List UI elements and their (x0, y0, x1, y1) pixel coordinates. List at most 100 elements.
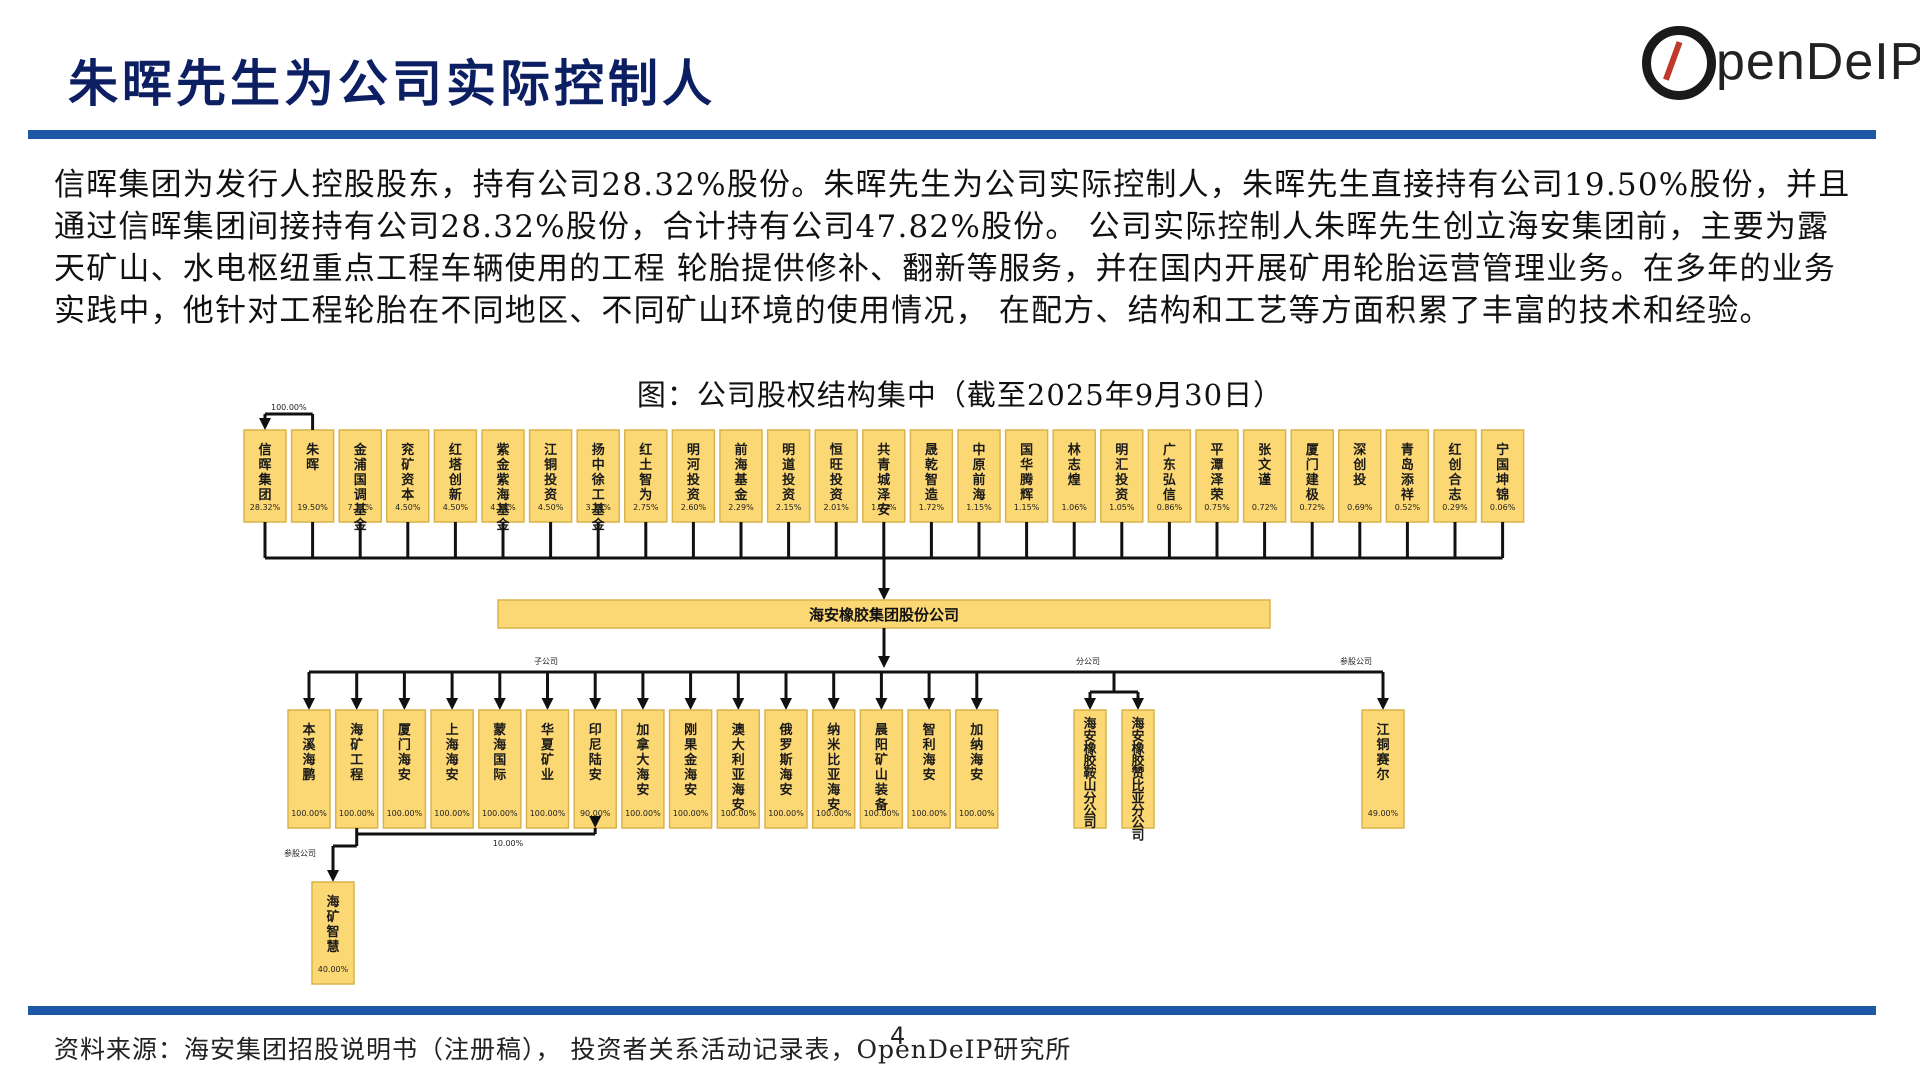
shareholder-23-name: 深 (1353, 442, 1366, 458)
shareholder-24-pct: 0.52% (1395, 503, 1421, 512)
branch-1-name: 公 (1131, 816, 1144, 831)
subsidiary-arrow (303, 698, 315, 710)
shareholder-19-box (1147, 429, 1192, 523)
logo-o-icon (1642, 26, 1716, 100)
shareholder-14-name: 晟 (925, 443, 938, 458)
subsidiary-13-name: 安 (923, 767, 936, 783)
shareholder-1-name: 晖 (306, 458, 319, 473)
shareholder-19-name: 信 (1163, 487, 1176, 503)
subsidiary-12-name: 山 (875, 767, 888, 783)
subsidiary-arrow (398, 698, 411, 710)
subsidiary-13-pct: 100.00% (911, 809, 947, 818)
subsidiary-10-pct: 100.00% (768, 809, 804, 818)
branch-1-name: 橡 (1131, 741, 1145, 757)
subsidiary-6-name: 陆 (589, 752, 602, 768)
subsidiary-12-name: 备 (874, 797, 889, 813)
shareholder-5-name: 金 (495, 457, 510, 473)
subsidiary-11-name: 安 (827, 797, 840, 813)
shareholder-14-name: 智 (925, 472, 938, 488)
shareholder-2-pct: 7.17% (347, 503, 373, 512)
subsidiary-arrow (589, 698, 602, 710)
shareholder-4-name: 红 (449, 442, 462, 458)
intro-paragraph: 信晖集团为发行人控股股东，持有公司28.32%股份。朱晖先生为公司实际控制人，朱… (54, 164, 1854, 332)
subsidiary-14-name: 加 (969, 723, 983, 738)
shareholder-22-pct: 0.72% (1299, 503, 1325, 512)
shareholder-4-name: 新 (449, 487, 462, 503)
source-note: 资料来源：海安集团招股说明书（注册稿）， 投资者关系活动记录表，OpenDeIP… (54, 1035, 1072, 1064)
shareholder-13-name: 青 (877, 457, 890, 473)
shareholder-2-name: 浦 (354, 457, 367, 473)
sub-equity-company-box (311, 881, 355, 985)
subsidiary-10-name: 罗 (779, 738, 792, 753)
shareholder-7-name: 中 (592, 457, 605, 473)
branch-0-name: 山 (1083, 778, 1096, 794)
shareholder-2-box (338, 429, 382, 523)
shareholder-13-name: 安 (877, 502, 890, 518)
subsidiary-5-name: 夏 (540, 738, 555, 753)
shareholder-23-box (1338, 429, 1382, 523)
shareholder-26-box (1480, 429, 1525, 523)
subsidiary-8-box (668, 709, 713, 829)
to-company-arrow (878, 588, 890, 600)
subsidiary-14-name: 安 (970, 767, 983, 783)
shareholder-11-name: 道 (782, 457, 795, 473)
subsidiary-9-box (716, 709, 761, 829)
shareholder-11-name: 明 (782, 443, 795, 458)
shareholder-25-name: 红 (1448, 442, 1461, 458)
subsidiary-8-name: 果 (683, 738, 697, 753)
subsidiary-1-name: 程 (350, 768, 363, 783)
subsidiary-13-name: 智 (923, 722, 936, 738)
shareholder-24-name: 添 (1401, 472, 1415, 488)
subsidiary-arrow (875, 698, 888, 710)
subsidiary-9-pct: 100.00% (721, 809, 757, 818)
shareholder-8-name: 红 (639, 442, 652, 458)
equity-company-box (1361, 709, 1405, 829)
shareholder-12-name: 资 (830, 487, 843, 503)
shareholder-17-name: 林 (1068, 442, 1081, 458)
shareholder-16-pct: 1.15% (1014, 503, 1040, 512)
shareholder-14-box (909, 429, 954, 523)
shareholder-22-name: 极 (1306, 487, 1320, 503)
shareholder-9-name: 投 (687, 472, 700, 488)
shareholder-11-name: 资 (782, 487, 795, 503)
shareholder-5-name: 基 (495, 502, 510, 518)
equity-arrow (1377, 698, 1389, 710)
subsidiary-12-name: 装 (874, 782, 888, 798)
subsidiary-13-name: 海 (923, 752, 936, 768)
subsidiary-11-name: 比 (827, 752, 840, 768)
sub-equity-label: 参股公司 (284, 848, 316, 858)
shareholder-1-box (290, 429, 335, 523)
subsidiary-11-box (811, 709, 856, 829)
subsidiary-6-box (573, 709, 617, 829)
shareholder-24-name: 祥 (1401, 487, 1414, 503)
company-down-arrow (878, 656, 890, 668)
subsidiary-4-box (478, 709, 522, 829)
shareholder-13-pct: 1.72% (871, 503, 897, 512)
subsidiary-10-name: 斯 (779, 752, 792, 768)
shareholder-8-name: 土 (639, 457, 652, 473)
branch-1-name: 海 (1131, 716, 1144, 732)
branch-0-name: 橡 (1083, 741, 1097, 757)
sub-equity-link-arrow (589, 816, 602, 828)
shareholder-7-name: 工 (592, 488, 605, 503)
shareholder-26-name: 宁 (1496, 442, 1509, 458)
subsidiary-5-pct: 100.00% (530, 809, 566, 818)
shareholder-23-pct: 0.69% (1347, 503, 1373, 512)
shareholder-18-name: 资 (1115, 487, 1128, 503)
subsidiary-10-box (764, 709, 808, 829)
shareholder-8-name: 为 (639, 487, 652, 503)
shareholder-6-pct: 4.50% (538, 503, 564, 512)
shareholder-5-pct: 4.50% (490, 503, 516, 512)
shareholder-3-box (386, 429, 430, 523)
shareholder-9-box (671, 429, 716, 523)
subsidiary-0-name: 鹏 (302, 767, 315, 783)
shareholder-20-name: 潭 (1210, 458, 1223, 473)
branch-0-name: 司 (1083, 816, 1096, 831)
shareholder-23-name: 创 (1352, 457, 1366, 473)
shareholder-20-name: 荣 (1209, 487, 1224, 503)
branch-arrow (1132, 698, 1144, 710)
shareholder-20-pct: 0.75% (1204, 503, 1230, 512)
shareholder-19-name: 弘 (1163, 473, 1176, 488)
shareholder-18-name: 投 (1115, 472, 1128, 488)
subsidiary-11-pct: 100.00% (816, 809, 852, 818)
